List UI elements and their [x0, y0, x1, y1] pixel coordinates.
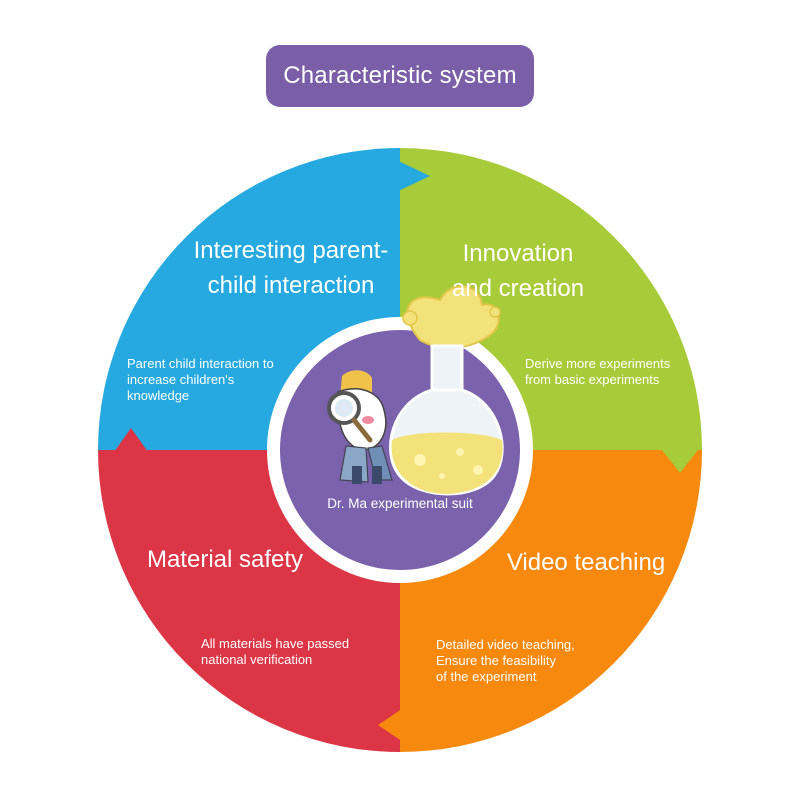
arrow-left [114, 428, 148, 452]
title-line: Video teaching [506, 549, 666, 576]
quadrant-title-innovation: Innovation and creation [438, 236, 598, 306]
quadrant-desc-parent-child: Parent child interaction to increase chi… [127, 356, 274, 404]
title-line: and creation [451, 275, 585, 302]
desc-line: Derive more experiments [525, 356, 671, 371]
arrow-right [662, 450, 698, 473]
quadrant-desc-material-safety: All materials have passed national verif… [201, 636, 349, 668]
desc-line: Detailed video teaching, [436, 637, 575, 652]
desc-line: Ensure the feasibility [436, 653, 556, 668]
title-line: Interesting parent- [193, 237, 389, 264]
desc-line: knowledge [127, 388, 190, 403]
quadrant-desc-video-teaching: Detailed video teaching, Ensure the feas… [436, 637, 575, 685]
title-line: Innovation [462, 240, 574, 267]
title-badge: Characteristic system [266, 45, 534, 107]
diagram-title: Characteristic system [283, 62, 517, 89]
quadrant-title-parent-child: Interesting parent- child interaction [178, 233, 404, 303]
arrow-bottom [378, 706, 406, 744]
quadrant-title-video-teaching: Video teaching [496, 545, 676, 580]
desc-line: of the experiment [436, 669, 537, 684]
desc-line: Parent child interaction to [127, 356, 274, 371]
desc-line: national verification [201, 652, 313, 667]
quadrant-desc-innovation: Derive more experiments from basic exper… [525, 356, 670, 388]
center-label: Dr. Ma experimental suit [327, 496, 473, 511]
arrow-top [392, 158, 430, 194]
title-line: child interaction [207, 272, 375, 299]
desc-line: increase children's [127, 372, 235, 387]
quadrant-title-material-safety: Material safety [130, 542, 320, 577]
desc-line: All materials have passed [201, 636, 350, 651]
desc-line: from basic experiments [525, 372, 660, 387]
flask-icon [389, 285, 504, 496]
horse-scientist-icon [327, 370, 393, 484]
title-line: Material safety [146, 546, 304, 573]
